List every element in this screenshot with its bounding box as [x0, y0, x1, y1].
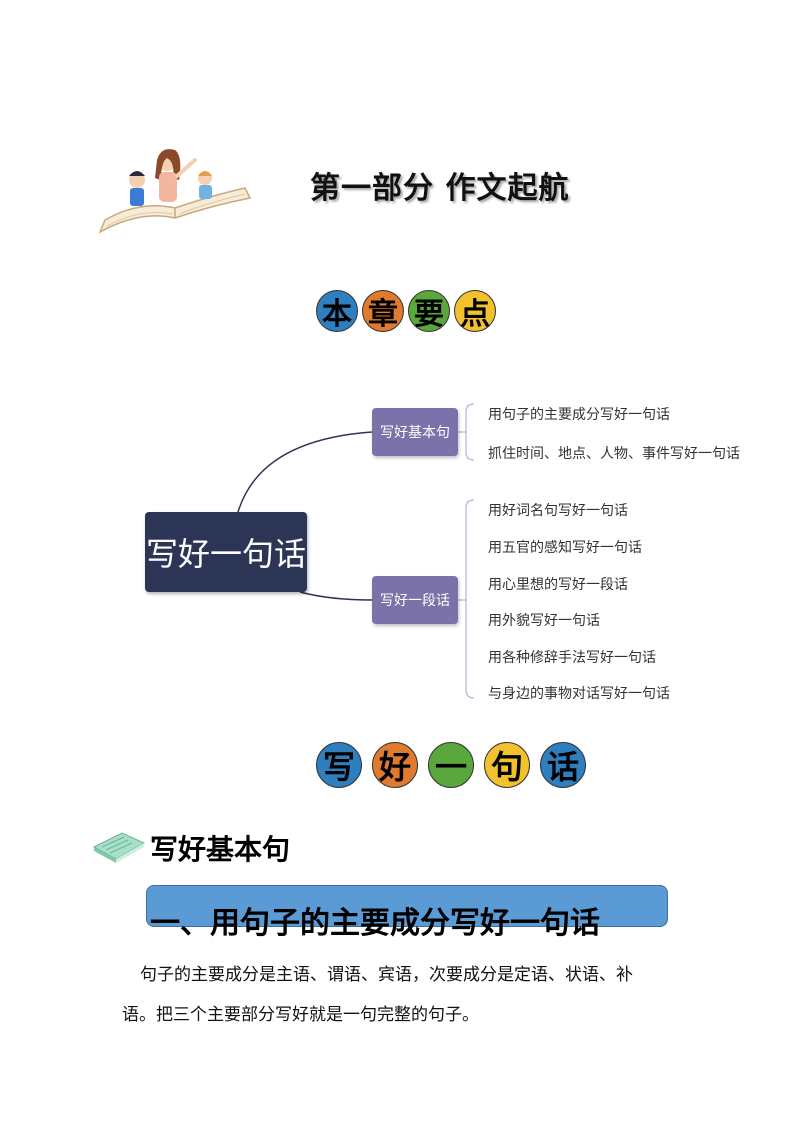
key-points-title: 本 章 要 点 — [316, 290, 496, 332]
section-title-circles: 写 好 一 句 话 — [316, 742, 586, 788]
mindmap-leaf: 用各种修辞手法写好一句话 — [488, 649, 656, 665]
mindmap-branch-paragraph: 写好一段话 — [372, 576, 458, 624]
mindmap-root: 写好一句话 — [145, 512, 307, 592]
mindmap-leaf: 用五官的感知写好一句话 — [488, 539, 642, 555]
hero-illustration — [95, 140, 255, 240]
key-point-char-3: 要 — [408, 290, 450, 332]
mindmap-leaf: 用心里想的写好一段话 — [488, 576, 628, 592]
paragraph-line-2: 语。把三个主要部分写好就是一句完整的句子。 — [122, 1005, 479, 1025]
title-char-1: 写 — [316, 742, 362, 788]
mindmap-leaf: 抓住时间、地点、人物、事件写好一句话 — [488, 445, 740, 461]
mindmap-branch-basic-sentence: 写好基本句 — [372, 408, 458, 456]
key-point-char-1: 本 — [316, 290, 358, 332]
mindmap-leaf: 用好词名句写好一句话 — [488, 502, 628, 518]
title-char-4: 句 — [484, 742, 530, 788]
section-heading-text: 写好基本句 — [150, 833, 291, 866]
title-char-3: 一 — [428, 742, 474, 788]
paragraph-line-1: 句子的主要成分是主语、谓语、宾语，次要成分是定语、状语、补 — [140, 965, 633, 985]
key-point-char-4: 点 — [454, 290, 496, 332]
title-char-2: 好 — [372, 742, 418, 788]
subsection-banner-text: 一、用句子的主要成分写好一句话 — [150, 906, 600, 941]
part-title: 第一部分 作文起航 — [310, 171, 570, 206]
mindmap-leaf: 用句子的主要成分写好一句话 — [488, 406, 670, 422]
book-icon — [92, 829, 146, 867]
mindmap-leaf: 与身边的事物对话写好一句话 — [488, 685, 670, 701]
subsection-banner — [146, 885, 668, 927]
title-char-5: 话 — [540, 742, 586, 788]
section-heading: 写好基本句 — [92, 828, 290, 868]
key-point-char-2: 章 — [362, 290, 404, 332]
mindmap-leaf: 用外貌写好一句话 — [488, 612, 600, 628]
